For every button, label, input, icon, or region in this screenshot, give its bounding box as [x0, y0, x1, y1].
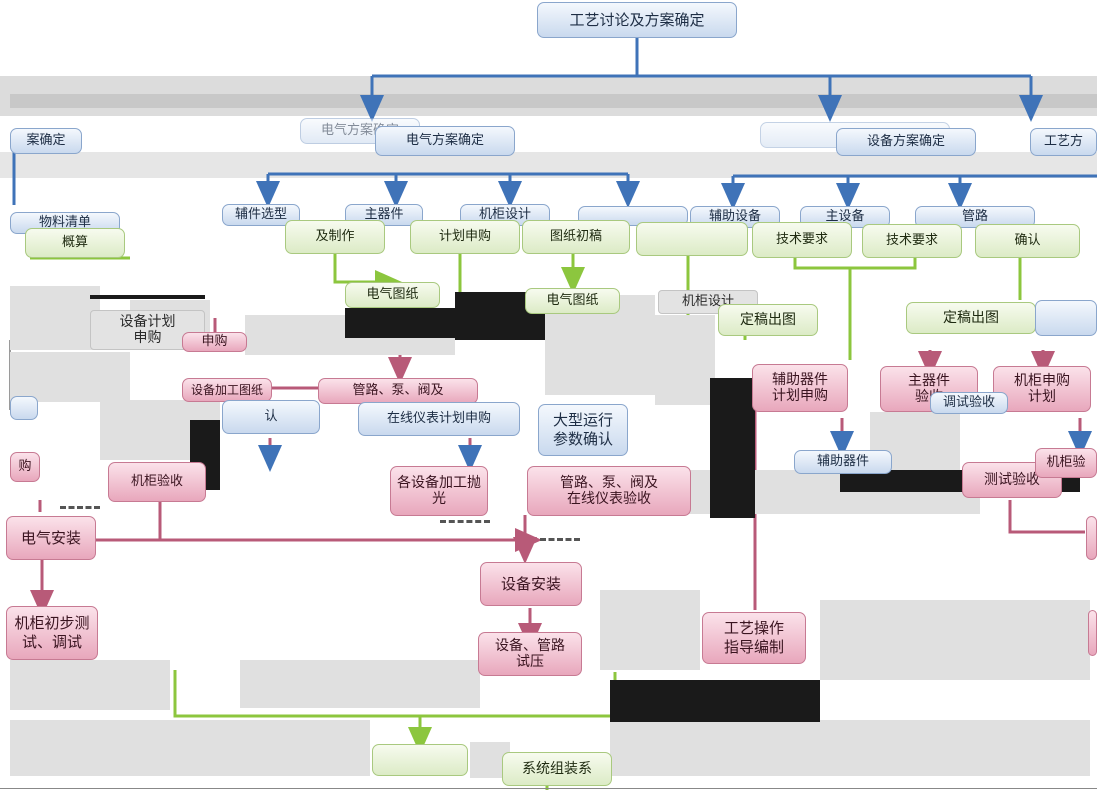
node-left-scheme: 案确定 — [10, 128, 82, 154]
node-cabinet-right: 机柜验 — [1035, 448, 1097, 478]
node-debug-accept: 调试验收 — [930, 392, 1008, 414]
node-confirm2: 认 — [222, 400, 320, 434]
node-pressure-test: 设备、管路 试压 — [478, 632, 582, 676]
node-cabinet-purchase: 机柜申购 计划 — [993, 366, 1091, 412]
node-pipe-accept: 管路、泵、阀及 在线仪表验收 — [527, 466, 691, 516]
node-right-scheme-box — [1035, 300, 1097, 336]
node-elec-install: 电气安装 — [6, 516, 96, 560]
node-equip-polish: 各设备加工抛 光 — [390, 466, 488, 516]
gray-block — [820, 600, 1090, 680]
node-budget: 概算 — [25, 228, 125, 258]
node-tech-req: 技术要求 — [752, 222, 852, 258]
node-elec-scheme: 电气方案确定 — [375, 126, 515, 156]
gray-block — [10, 286, 100, 350]
gray-block — [655, 315, 715, 405]
gray-block — [600, 590, 700, 670]
node-final-drawing-right: 定稿出图 — [906, 302, 1036, 334]
node-equip-drawing: 设备加工图纸 — [182, 378, 272, 402]
gray-block — [10, 660, 170, 710]
node-pipe-valve: 管路、泵、阀及 — [318, 378, 478, 404]
node-process-guide: 工艺操作 指导编制 — [702, 612, 806, 664]
node-cabinet-accept: 机柜验收 — [108, 462, 206, 502]
node-main-accept: 主器件 验收 — [880, 366, 978, 412]
gray-block — [240, 660, 480, 708]
node-aux-select: 辅件选型 — [222, 204, 300, 226]
node-aux-device: 辅助器件 — [794, 450, 892, 474]
node-elec-drawing: 电气图纸 — [345, 282, 440, 308]
node-online-meter: 在线仪表计划申购 — [358, 402, 520, 436]
node-aux-parts: 辅助器件 计划申购 — [752, 364, 848, 412]
node-blank-b — [636, 222, 748, 256]
dashed-line — [440, 520, 490, 523]
node-equip-install: 设备安装 — [480, 562, 582, 606]
node-buy: 购 — [10, 452, 40, 482]
node-make: 及制作 — [285, 220, 385, 254]
node-right-edge-pink — [1086, 516, 1097, 560]
node-equip-scheme: 设备方案确定 — [836, 128, 976, 156]
node-purchase: 申购 — [182, 332, 247, 352]
gray-block — [10, 352, 130, 402]
dashed-line — [60, 506, 100, 509]
node-tech-req2: 技术要求 — [862, 224, 962, 258]
dark-bar — [90, 295, 205, 299]
node-root: 工艺讨论及方案确定 — [537, 2, 737, 38]
node-system-blank — [372, 744, 468, 776]
dark-bar — [345, 308, 455, 338]
dashed-line — [540, 538, 580, 541]
node-final-drawing-mid: 定稿出图 — [718, 304, 818, 336]
dark-bar — [710, 378, 755, 518]
node-left-blue — [10, 396, 38, 420]
node-confirm: 确认 — [975, 224, 1080, 258]
dark-bar — [610, 680, 820, 722]
dark-bar — [840, 470, 880, 492]
bottom-rule — [0, 788, 1097, 789]
node-big-run: 大型运行 参数确认 — [538, 404, 628, 456]
node-equip-plan: 设备计划 申购 — [90, 310, 205, 350]
node-process-scheme: 工艺方 — [1030, 128, 1097, 156]
node-drawing-draft: 图纸初稿 — [522, 220, 630, 254]
node-plan-purchase: 计划申购 — [410, 220, 520, 254]
gray-block — [10, 720, 370, 776]
gray-block — [610, 720, 1090, 776]
node-system-assembly: 系统组装系 — [502, 752, 612, 786]
node-cabinet-test: 机柜初步测 试、调试 — [6, 606, 98, 660]
node-right-edge-pink2 — [1088, 610, 1097, 656]
node-elec-drawing2: 电气图纸 — [525, 288, 620, 314]
